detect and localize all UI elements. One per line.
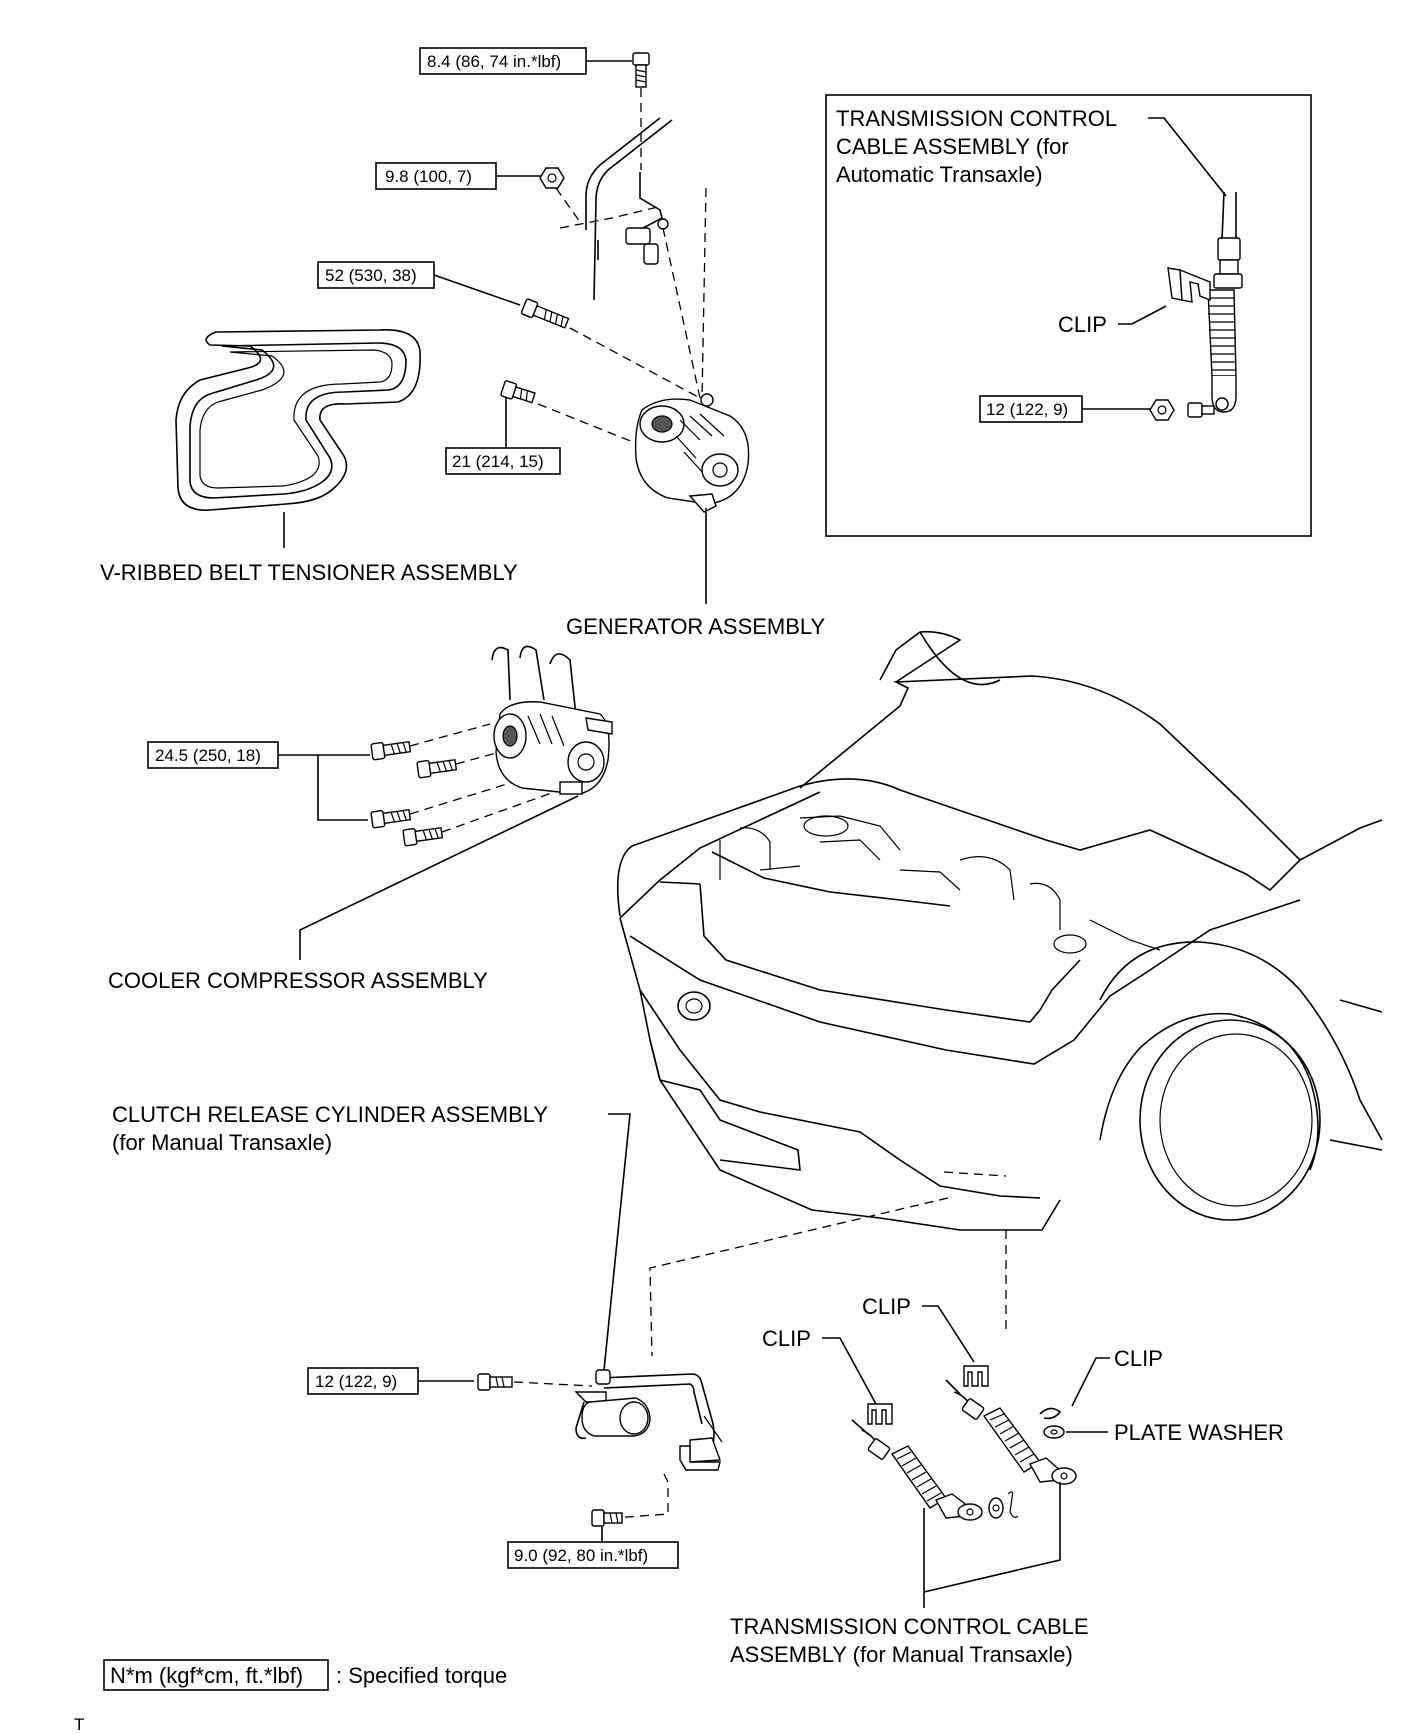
bolt-icon xyxy=(370,808,412,829)
torque-callout-24-5: 24.5 (250, 18) xyxy=(147,741,370,821)
bolt-icon xyxy=(632,52,650,88)
label-clip-c: CLIP xyxy=(1114,1346,1163,1371)
label-clutch-line2: (for Manual Transaxle) xyxy=(112,1130,332,1155)
clip-icon xyxy=(867,1365,1062,1425)
stud-icon xyxy=(1187,402,1215,418)
cable-icon xyxy=(945,1379,1077,1485)
corner-mark: T xyxy=(74,1715,84,1734)
torque-value: 9.8 (100, 7) xyxy=(385,167,472,186)
plate-washer-icon xyxy=(1043,1425,1065,1439)
generator-icon xyxy=(634,393,750,513)
torque-value: 8.4 (86, 74 in.*lbf) xyxy=(427,52,561,71)
nut-icon xyxy=(1149,399,1175,421)
label-clip-a: CLIP xyxy=(762,1326,811,1351)
torque-value: 12 (122, 9) xyxy=(315,1372,397,1391)
label-generator: GENERATOR ASSEMBLY xyxy=(566,614,826,639)
cable-icon xyxy=(851,1419,1019,1521)
bolt-icon xyxy=(402,826,444,847)
inset-clip-label: CLIP xyxy=(1058,312,1107,337)
nut-icon xyxy=(539,167,565,189)
bolt-icon xyxy=(500,380,536,404)
clip-icon xyxy=(1167,267,1211,303)
torque-callout-52: 52 (530, 38) xyxy=(317,261,521,306)
label-clip-b: CLIP xyxy=(862,1294,911,1319)
label-cooler-compressor: COOLER COMPRESSOR ASSEMBLY xyxy=(108,968,488,993)
torque-legend: N*m (kgf*cm, ft.*lbf) : Specified torque xyxy=(103,1659,507,1691)
label-tcc-line1: TRANSMISSION CONTROL CABLE xyxy=(730,1614,1089,1639)
vehicle-front-icon xyxy=(616,630,1383,1231)
inset-automatic-transaxle: TRANSMISSION CONTROL CABLE ASSEMBLY (for… xyxy=(825,94,1312,537)
legend-unit: N*m (kgf*cm, ft.*lbf) xyxy=(110,1663,303,1688)
bolt-icon xyxy=(477,1373,513,1391)
torque-callout-21: 21 (214, 15) xyxy=(445,398,561,475)
label-plate-washer: PLATE WASHER xyxy=(1114,1420,1284,1445)
bolt-icon xyxy=(370,740,412,761)
bolt-icon xyxy=(591,1509,623,1527)
bolt-icon xyxy=(416,758,458,779)
torque-callout-9-8: 9.8 (100, 7) xyxy=(375,162,542,190)
cable-icon xyxy=(1207,191,1243,413)
inset-title-line2: CABLE ASSEMBLY (for xyxy=(836,134,1069,159)
label-tcc-line2: ASSEMBLY (for Manual Transaxle) xyxy=(730,1642,1073,1667)
clutch-release-cylinder-icon xyxy=(574,1369,723,1471)
torque-value: 52 (530, 38) xyxy=(325,266,417,285)
torque-value: 9.0 (92, 80 in.*lbf) xyxy=(514,1546,648,1565)
label-v-ribbed-belt: V-RIBBED BELT TENSIONER ASSEMBLY xyxy=(100,560,518,585)
legend-text: : Specified torque xyxy=(336,1663,507,1688)
torque-callout-8-4: 8.4 (86, 74 in.*lbf) xyxy=(419,47,632,75)
torque-value: 21 (214, 15) xyxy=(452,452,544,471)
torque-value: 24.5 (250, 18) xyxy=(155,746,261,765)
wire-harness-icon xyxy=(585,117,673,301)
inset-title-line3: Automatic Transaxle) xyxy=(836,162,1043,187)
inset-title-line1: TRANSMISSION CONTROL xyxy=(836,106,1117,131)
v-ribbed-belt-icon xyxy=(175,329,421,511)
torque-callout-12: 12 (122, 9) xyxy=(307,1367,474,1395)
label-clutch-line1: CLUTCH RELEASE CYLINDER ASSEMBLY xyxy=(112,1102,548,1127)
torque-callout-9-0: 9.0 (92, 80 in.*lbf) xyxy=(507,1526,679,1569)
bolt-icon xyxy=(520,298,570,329)
torque-value: 12 (122, 9) xyxy=(986,400,1068,419)
cooler-compressor-icon xyxy=(491,645,613,795)
